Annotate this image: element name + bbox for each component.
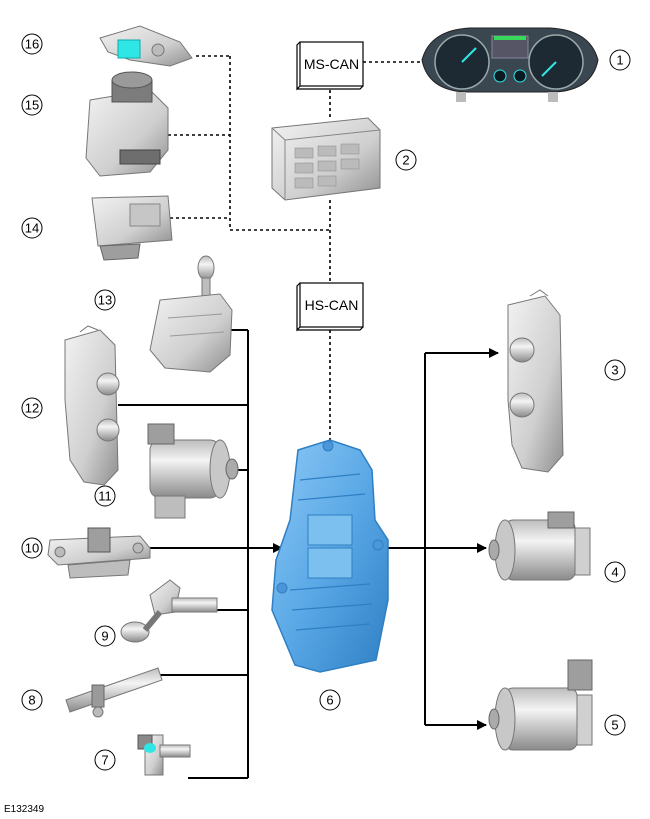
callout-12: 12: [21, 397, 43, 419]
position-sensor-icon-9: [120, 579, 218, 643]
svg-text:8: 8: [28, 693, 35, 708]
callout-7: 7: [94, 749, 116, 771]
abs-module-icon-15: [85, 71, 169, 177]
speed-sensor-icon-7: [137, 734, 191, 776]
hs-can-vertical-left: [229, 56, 330, 231]
svg-text:5: 5: [611, 718, 618, 733]
callout-8: 8: [21, 689, 43, 711]
callout-6: 6: [319, 689, 341, 711]
hs-can-label: HS-CAN: [305, 297, 359, 313]
svg-text:7: 7: [101, 753, 108, 768]
svg-text:13: 13: [98, 293, 112, 308]
svg-text:16: 16: [25, 37, 39, 52]
callout-13: 13: [94, 289, 116, 311]
svg-text:11: 11: [98, 489, 112, 504]
svg-text:12: 12: [25, 401, 39, 416]
svg-text:14: 14: [25, 221, 39, 236]
ms-can-box: MS-CAN: [296, 41, 364, 91]
callout-14: 14: [21, 217, 43, 239]
svg-text:6: 6: [326, 693, 333, 708]
callout-2: 2: [395, 149, 417, 171]
electric-motor-icon-5: [488, 659, 593, 751]
callout-10: 10: [21, 537, 43, 559]
svg-text:9: 9: [101, 629, 108, 644]
wiring-lines: [118, 55, 499, 779]
gear-selector-lever-icon-13: [149, 255, 233, 373]
gearshift-actuator-icon-right: [507, 289, 564, 473]
hs-can-box: HS-CAN: [296, 282, 364, 332]
callout-9: 9: [94, 625, 116, 647]
speed-sensor-icon-8: [65, 667, 163, 718]
figure-id-label: E132349: [4, 804, 44, 815]
svg-text:15: 15: [25, 98, 39, 113]
callout-3: 3: [604, 359, 626, 381]
svg-text:2: 2: [402, 153, 409, 168]
electric-motor-icon-4: [488, 511, 591, 581]
sensor-bracket-icon-10: [47, 527, 151, 579]
callout-11: 11: [94, 485, 116, 507]
body-control-module-icon: [271, 117, 381, 201]
callout-15: 15: [21, 94, 43, 116]
engine-control-module-icon-14: [91, 195, 173, 261]
callout-5: 5: [604, 714, 626, 736]
gearshift-actuator-icon-left: [64, 325, 120, 486]
svg-text:3: 3: [611, 363, 618, 378]
svg-text:10: 10: [25, 541, 39, 556]
svg-text:1: 1: [616, 53, 623, 68]
svg-text:4: 4: [611, 565, 618, 580]
callout-16: 16: [21, 33, 43, 55]
callout-4: 4: [604, 561, 626, 583]
instrument-cluster-icon: [421, 27, 599, 102]
steering-angle-sensor-icon-16: [99, 25, 193, 67]
transmission-control-module-icon: [271, 439, 389, 673]
clutch-motor-icon-11: [147, 423, 239, 519]
ms-can-label: MS-CAN: [304, 56, 359, 72]
callout-1: 1: [609, 49, 631, 71]
